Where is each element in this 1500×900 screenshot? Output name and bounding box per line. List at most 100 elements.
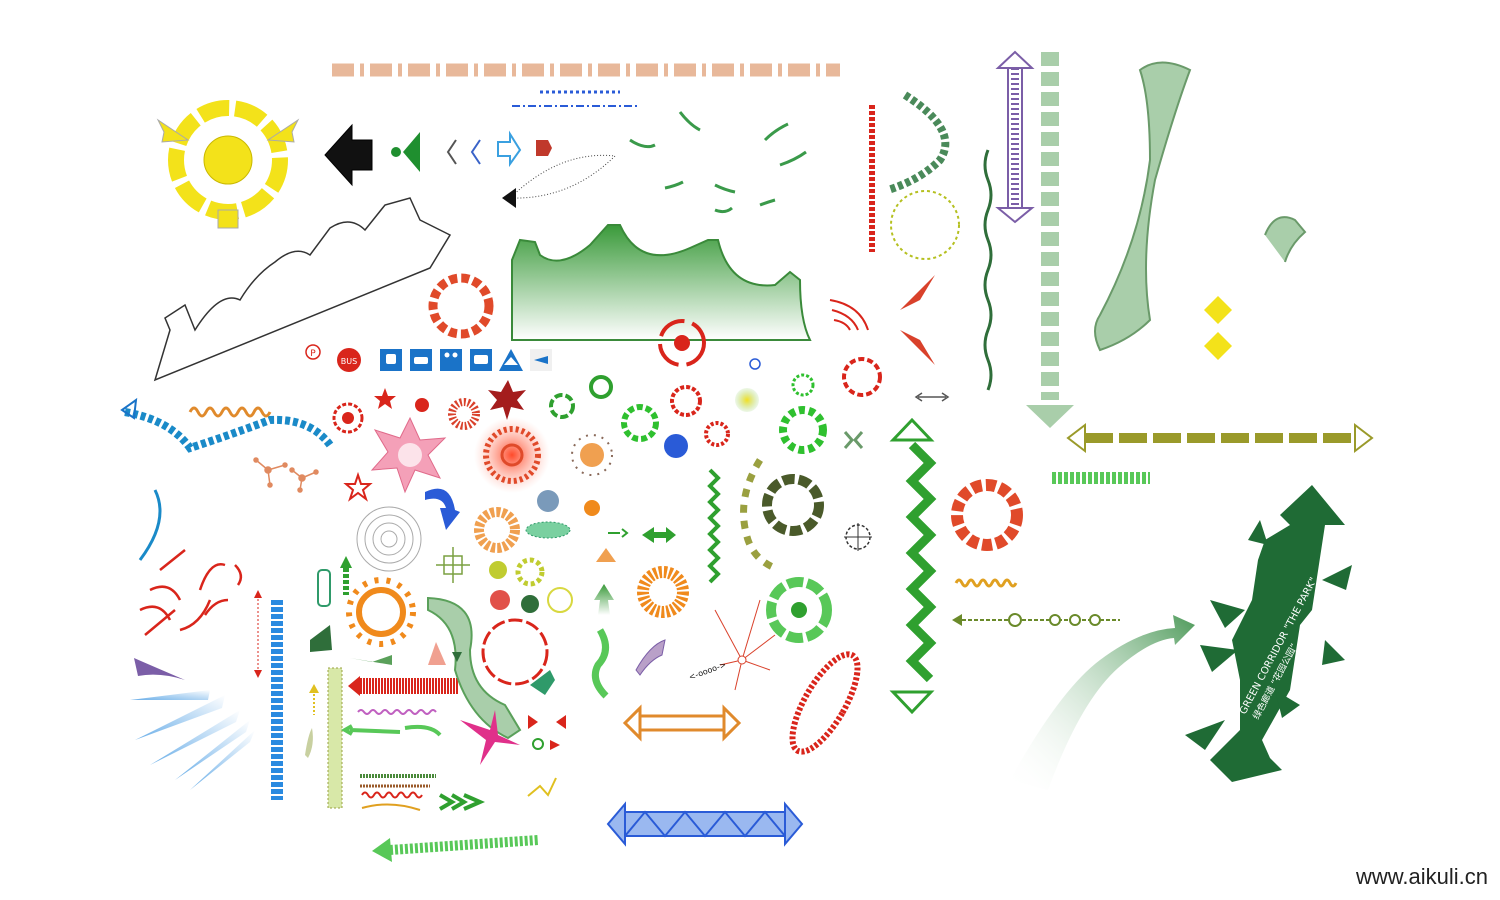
green-arrow-with-tail [340,724,442,737]
green-gear-ring-2 [779,406,827,454]
pink-wave-arrow [357,709,437,715]
green-tall-bar [327,667,343,809]
orange-spiky-sun [571,434,613,476]
dark-red-starburst [488,380,526,420]
purple-fan-arrow [635,639,666,676]
green-dotted-ring [791,373,815,397]
green-wavy-vertical [983,149,993,391]
yellow-leaf-arrows [527,777,557,797]
orange-coil [188,406,272,418]
black-arrow-large [324,123,373,187]
green-arrow-small [391,132,420,172]
red-target [658,319,706,367]
blue-pinwheel [664,434,688,458]
teal-arrow-small [530,670,555,695]
svg-text:P: P [310,349,316,359]
orange-wave-small [954,578,1018,588]
red-dashed-ring-lower [481,618,549,686]
pink-star-burst [370,416,447,494]
red-sunburst [448,398,480,430]
arrow-row-small [446,130,552,168]
red-glow-target [474,417,550,493]
red-dotted-ellipse [789,651,861,755]
yellow-arrow-head [309,684,319,693]
red-line-starburst [714,599,776,691]
olive-small-leaf [305,728,313,758]
green-double-chevron [843,431,864,449]
red-chevron-pair [528,715,566,729]
green-curl-arrow [1264,216,1307,263]
green-swoosh-small [350,655,392,665]
red-orange-ring-large [951,479,1023,551]
blue-truss-double-arrow [606,801,804,847]
olive-segmented-ring [762,474,824,536]
red-arc-waves [829,299,869,331]
green-dashed-long-arrow [372,835,539,862]
red-dotted-double-arrow-vertical [254,590,262,678]
orange-gear-sun [346,577,416,647]
small-green-arrows [629,111,807,214]
blue-arc-hooks [138,489,162,561]
olive-horizontal-double-arrow [1066,422,1374,454]
green-s-arrow [591,628,609,699]
green-ring-2 [589,375,613,399]
dashed-green-down-arrow [1026,52,1074,428]
black-rotated-label: <-oooo-> [688,660,728,682]
green-arrow-double-small [642,527,676,543]
green-fade-curve-arrow [1010,615,1195,790]
orange-mini-triangle [596,548,616,562]
green-gear-ring [621,404,659,442]
red-target-small [332,402,364,434]
orange-small-curve [361,803,421,811]
orange-horizontal-double-arrow [622,704,742,742]
blue-sun-icon [749,358,761,370]
magenta-cross-arrows [460,710,520,765]
blue-curve-arrow [425,488,460,530]
dark-green-branch-arrow: GREEN CORRIDOR "THE PARK" 绿色廊道 “花园公园” [1185,485,1352,782]
dotted-swoosh-arrow [502,154,617,208]
red-hook-arrows [139,549,243,636]
green-crosshair [436,547,470,583]
parking-sign: P [305,344,321,360]
olive-node-arrow [952,613,1120,627]
olive-arc-dashes [740,458,777,572]
crosshair-target [844,523,872,551]
purple-swoosh [134,658,185,680]
orange-sunflower-rings [474,490,689,618]
transport-glyphs [386,352,548,365]
svg-text:BUS: BUS [341,357,357,366]
yellow-sun-tri-arrow [156,100,300,229]
green-dashed-column-arrow [317,556,352,607]
grey-concentric-circles [356,506,422,572]
red-dashed-ring-2 [670,385,702,417]
green-fade-up-arrow [594,584,614,615]
red-dashed-ring-3 [842,357,882,397]
salmon-fan-arrow [428,642,446,665]
transport-icons-row [380,349,552,371]
red-barcode-arrow [348,676,458,696]
green-ring-1 [549,393,575,419]
green-ring-mini [532,738,544,750]
bus-badge: BUS [337,348,361,372]
red-target-3 [704,421,730,447]
orange-molecule [253,457,319,493]
blue-ray-arrows [130,690,255,790]
yellow-diamond-pair [1204,296,1232,360]
red-dashed-ring [428,273,494,339]
green-dash-arrow-small [608,528,629,538]
green-bone-shape [1094,61,1192,352]
green-hatched-shape [310,625,332,652]
green-zigzag-small [707,468,721,584]
red-gear [415,398,429,412]
green-crown-mountains [511,224,812,341]
green-dotted-oval [525,521,571,539]
green-segmented-target [766,577,832,643]
yellow-glow-ring [735,388,759,412]
grey-small-double-arrow [914,392,950,402]
red-star-outline [343,471,373,502]
striped-rulers [360,774,436,788]
green-mini-arrow [452,652,462,662]
red-wave-arrow [361,791,423,799]
watermark-text: www.aikuli.cn [1355,864,1488,889]
